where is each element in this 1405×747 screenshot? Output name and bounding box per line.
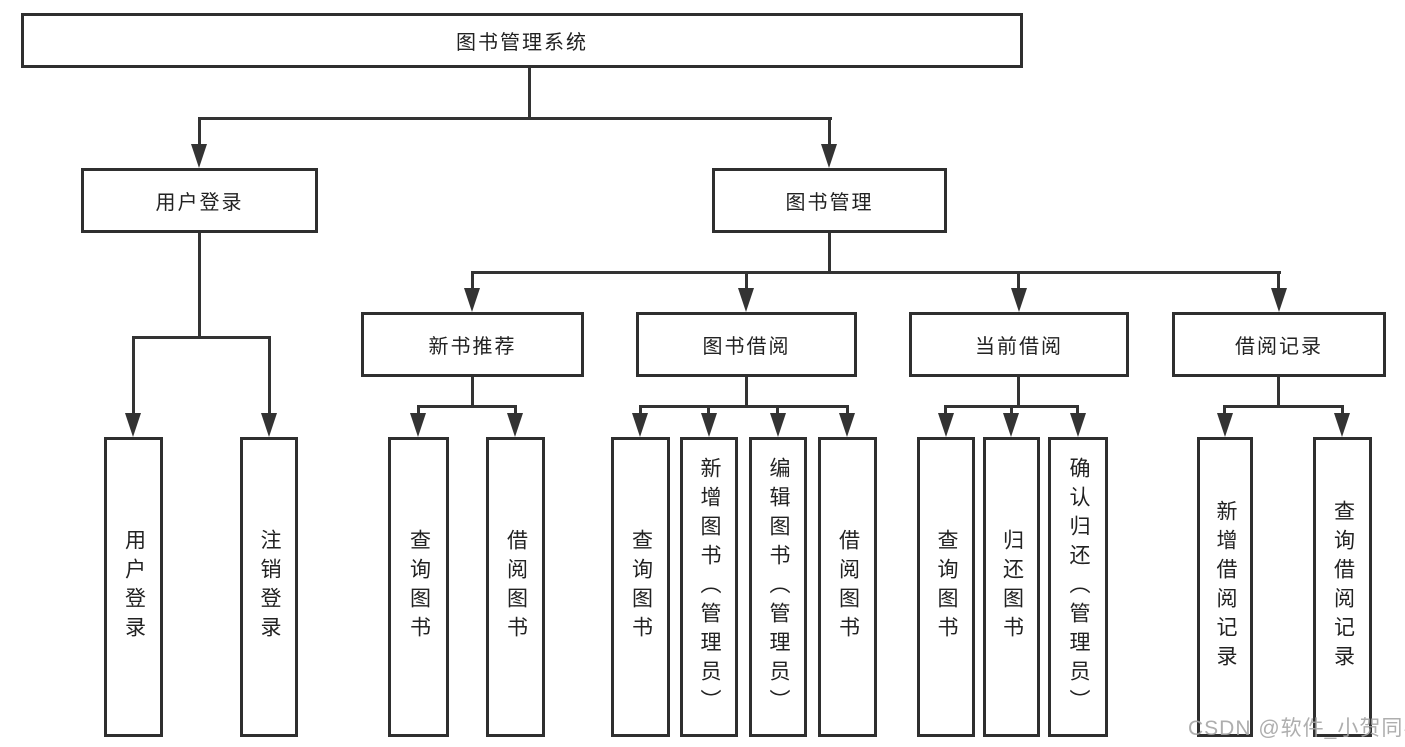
arrow-down-icon <box>1003 413 1019 437</box>
connector-line <box>471 271 1281 274</box>
arrow-down-icon <box>464 288 480 312</box>
node-book-management: 图书管理 <box>712 168 947 233</box>
connector-line <box>1277 272 1280 290</box>
connector-line <box>1076 406 1079 418</box>
node-book-borrowing: 图书借阅 <box>636 312 857 377</box>
node-root: 图书管理系统 <box>21 13 1023 68</box>
node-borrowing-records: 借阅记录 <box>1172 312 1386 377</box>
leaf-br-query-borrow-record-label: 查询借阅记录 <box>1331 500 1355 674</box>
arrow-down-icon <box>1217 413 1233 437</box>
leaf-bb-edit-books-admin-label: 编辑图书（管理员） <box>767 456 790 718</box>
connector-line <box>828 118 831 148</box>
leaf-cb-query-books: 查询图书 <box>917 437 975 737</box>
leaf-bb-borrow-books: 借阅图书 <box>818 437 877 737</box>
node-user-login: 用户登录 <box>81 168 318 233</box>
leaf-bb-add-books-admin-label: 新增图书（管理员） <box>698 456 721 718</box>
connector-line <box>471 377 474 408</box>
node-user-login-label: 用户登录 <box>155 192 244 214</box>
connector-line <box>1223 405 1344 408</box>
leaf-bb-add-books-admin: 新增图书（管理员） <box>680 437 738 737</box>
connector-line <box>639 406 642 418</box>
node-new-book-recommend-label: 新书推荐 <box>428 336 517 358</box>
connector-line <box>198 117 832 120</box>
connector-line <box>1277 377 1280 408</box>
arrow-down-icon <box>410 413 426 437</box>
leaf-nbr-borrow-books: 借阅图书 <box>486 437 545 737</box>
leaf-user-login-label: 用户登录 <box>122 529 146 645</box>
connector-line <box>1017 377 1020 408</box>
node-current-borrowing: 当前借阅 <box>909 312 1129 377</box>
connector-line <box>745 272 748 290</box>
node-current-borrowing-label: 当前借阅 <box>975 336 1063 358</box>
arrow-down-icon <box>632 413 648 437</box>
connector-line <box>944 406 947 418</box>
leaf-bb-query-books: 查询图书 <box>611 437 670 737</box>
connector-line <box>471 272 474 290</box>
arrow-down-icon <box>938 413 954 437</box>
arrow-down-icon <box>507 413 523 437</box>
leaf-cb-confirm-return-admin: 确认归还（管理员） <box>1048 437 1108 737</box>
arrow-down-icon <box>1334 413 1350 437</box>
connector-line <box>745 377 748 408</box>
arrow-down-icon <box>125 413 141 437</box>
leaf-br-query-borrow-record: 查询借阅记录 <box>1313 437 1372 737</box>
arrow-down-icon <box>1271 288 1287 312</box>
node-new-book-recommend: 新书推荐 <box>361 312 584 377</box>
connector-line <box>846 406 849 418</box>
connector-line <box>828 233 831 274</box>
connector-line <box>132 337 135 415</box>
arrow-down-icon <box>738 288 754 312</box>
leaf-br-add-borrow-record: 新增借阅记录 <box>1197 437 1253 737</box>
leaf-bb-query-books-label: 查询图书 <box>629 529 653 645</box>
leaf-nbr-query-books-label: 查询图书 <box>407 529 431 645</box>
connector-line <box>1017 272 1020 290</box>
leaf-user-login: 用户登录 <box>104 437 163 737</box>
connector-line <box>132 336 271 339</box>
connector-line <box>268 337 271 415</box>
leaf-logout-label: 注销登录 <box>258 529 281 645</box>
leaf-cb-return-books-label: 归还图书 <box>1000 529 1024 645</box>
arrow-down-icon <box>1070 413 1086 437</box>
leaf-bb-edit-books-admin: 编辑图书（管理员） <box>749 437 807 737</box>
arrow-down-icon <box>1011 288 1027 312</box>
leaf-nbr-query-books: 查询图书 <box>388 437 449 737</box>
leaf-cb-confirm-return-admin-label: 确认归还（管理员） <box>1067 456 1090 718</box>
leaf-bb-borrow-books-label: 借阅图书 <box>836 529 860 645</box>
connector-line <box>1341 406 1344 418</box>
leaf-nbr-borrow-books-label: 借阅图书 <box>504 529 528 645</box>
arrow-down-icon <box>770 413 786 437</box>
leaf-br-add-borrow-record-label: 新增借阅记录 <box>1214 500 1237 674</box>
connector-line <box>1010 406 1013 418</box>
connector-line <box>639 405 849 408</box>
arrow-down-icon <box>261 413 277 437</box>
leaf-logout: 注销登录 <box>240 437 298 737</box>
connector-line <box>417 406 420 418</box>
arrow-down-icon <box>839 413 855 437</box>
connector-line <box>514 406 517 418</box>
node-book-borrowing-label: 图书借阅 <box>702 336 791 358</box>
arrow-down-icon <box>821 144 837 168</box>
node-book-management-label: 图书管理 <box>785 192 874 214</box>
connector-line <box>198 233 201 337</box>
csdn-watermark: CSDN @软件_小贺同学 <box>1188 717 1405 740</box>
connector-line <box>707 406 710 418</box>
leaf-cb-query-books-label: 查询图书 <box>935 529 958 645</box>
connector-line <box>198 118 201 148</box>
connector-line <box>1223 406 1226 418</box>
arrow-down-icon <box>191 144 207 168</box>
connector-line <box>528 68 531 119</box>
arrow-down-icon <box>701 413 717 437</box>
connector-line <box>417 405 517 408</box>
node-root-label: 图书管理系统 <box>456 32 588 54</box>
connector-line <box>776 406 779 418</box>
node-borrowing-records-label: 借阅记录 <box>1235 336 1323 358</box>
leaf-cb-return-books: 归还图书 <box>983 437 1040 737</box>
